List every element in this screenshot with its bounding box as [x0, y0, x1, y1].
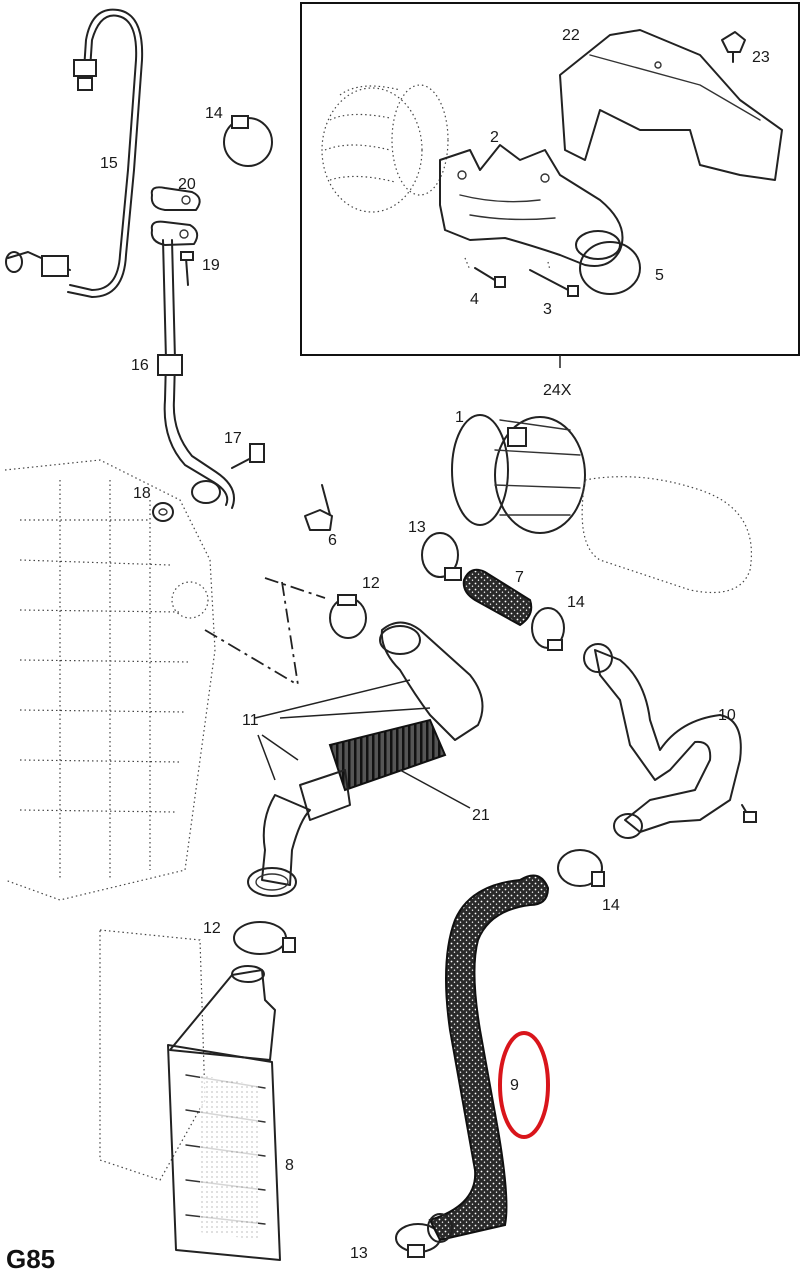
inset-box: [300, 2, 800, 368]
clamp-12-top: [329, 594, 367, 639]
callout-17: 17: [224, 430, 242, 447]
highlight-ring: [498, 1031, 550, 1139]
callout-14a: 14: [205, 105, 223, 122]
bolt-6: [304, 484, 333, 531]
callout-5: 5: [655, 267, 664, 284]
callout-8: 8: [285, 1157, 294, 1174]
outlet-elbow: [439, 144, 624, 267]
gasket-ring: [579, 241, 641, 295]
callout-12a: 12: [362, 575, 380, 592]
diagram-code: G85: [6, 1244, 55, 1274]
callout-19: 19: [202, 257, 220, 274]
callout-14c: 14: [602, 897, 620, 914]
intercooler-hose: [427, 874, 550, 1243]
intercooler: [99, 929, 281, 1261]
callout-23: 23: [752, 49, 770, 66]
callout-1: 1: [455, 409, 464, 426]
callout-21: 21: [472, 807, 490, 824]
oil-feed-pipe: [5, 8, 144, 298]
callout-3: 3: [543, 301, 552, 318]
callout-13a: 13: [408, 519, 426, 536]
hose-sleeve: [462, 568, 533, 627]
engine-block-sketch: [4, 459, 216, 901]
inset-label: 24X: [543, 382, 572, 399]
bolt-3: [529, 269, 579, 297]
callout-18: 18: [133, 485, 151, 502]
clamp-14-right: [531, 607, 565, 651]
callout-11: 11: [242, 712, 259, 729]
callout-9: 9: [510, 1077, 519, 1094]
bolt-23: [721, 31, 746, 63]
clamp-13-top: [421, 532, 462, 581]
bolt-4: [464, 257, 551, 288]
turbocharger: [451, 414, 752, 594]
callout-4: 4: [470, 291, 479, 308]
callout-labels: 1 2 3 4 5 6 7 8 9 10 11 12 12 13 13 14 1…: [6, 27, 770, 1274]
callout-7: 7: [515, 569, 524, 586]
heat-shield: [559, 29, 783, 181]
turbocharger-sketch: [321, 84, 449, 213]
clamp-13-bottom: [395, 1223, 441, 1258]
oil-return-pipe: [150, 186, 265, 522]
clamp-14-lower: [557, 849, 605, 887]
clamp-12-lower: [233, 921, 296, 955]
charge-air-pipe: [247, 621, 484, 897]
callout-20: 20: [178, 176, 196, 193]
callout-2: 2: [490, 129, 499, 146]
callout-10: 10: [718, 707, 736, 724]
callout-16: 16: [131, 357, 149, 374]
callout-15: 15: [100, 155, 118, 172]
callout-14b: 14: [567, 594, 585, 611]
clamp-14-top: [223, 115, 273, 167]
callout-6: 6: [328, 532, 337, 549]
leader-lines: [254, 679, 471, 809]
callout-12b: 12: [203, 920, 221, 937]
callout-22: 22: [562, 27, 580, 44]
reference-lines: [204, 577, 326, 686]
metal-pipe: [583, 643, 757, 839]
callout-13b: 13: [350, 1245, 368, 1262]
